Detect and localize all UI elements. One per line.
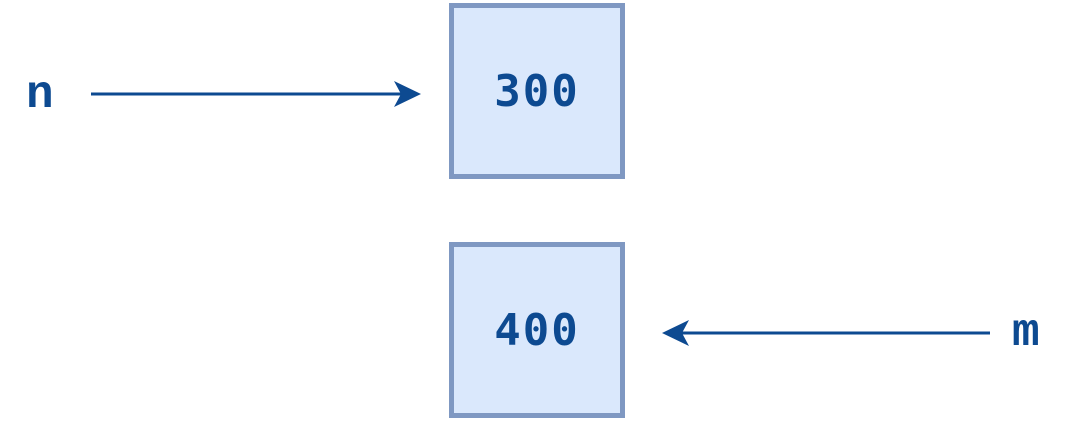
value-text: 400: [494, 304, 580, 356]
variable-n-label: n: [26, 69, 54, 121]
arrowhead-icon: [394, 81, 421, 107]
arrow-n-to-300: [91, 81, 421, 107]
arrowhead-icon: [662, 320, 689, 346]
arrow-m-to-400: [662, 320, 990, 346]
value-text: 300: [494, 65, 580, 117]
variable-m-label: m: [1012, 307, 1040, 359]
value-box-400: 400: [449, 242, 625, 418]
value-box-300: 300: [449, 3, 625, 179]
